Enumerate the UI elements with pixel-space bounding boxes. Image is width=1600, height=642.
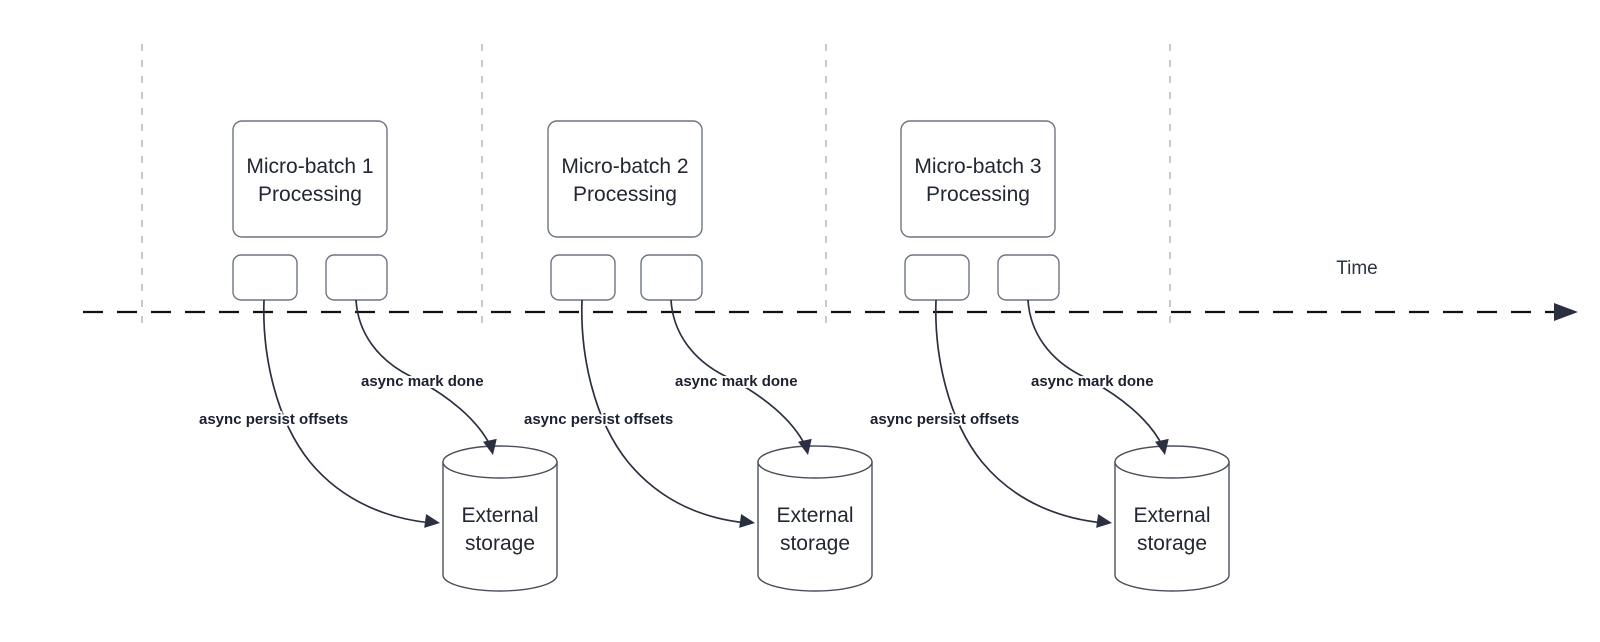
async-mark-done-arrow	[1027, 299, 1164, 448]
external-storage-cylinder[interactable]	[442, 445, 558, 592]
async-persist-offsets-label-halo: async persist offsets	[870, 411, 1019, 428]
storage-label-line1: External	[461, 504, 538, 527]
async-mark-done-label-halo: async mark done	[1031, 373, 1154, 390]
async-mark-done-label-halo: async mark done	[361, 373, 484, 390]
microbatch-label-line1: Micro-batch 3	[914, 155, 1041, 178]
timeline-layer: Time	[83, 258, 1578, 321]
microbatch-label-line1: Micro-batch 1	[246, 155, 373, 178]
arrowhead-icon	[1096, 513, 1112, 528]
async-persist-offsets-label-halo: async persist offsets	[524, 411, 673, 428]
arrowhead-icon	[739, 513, 755, 528]
async-persist-offsets-label: async persist offsets	[199, 411, 348, 428]
async-mark-done-arrowhead	[1155, 438, 1169, 455]
async-persist-offsets-label-halo: async persist offsets	[199, 411, 348, 428]
cylinder-top-ellipse	[757, 445, 873, 479]
async-mark-done-label-halo: async mark done	[675, 373, 798, 390]
external-storage-cylinder[interactable]	[757, 445, 873, 592]
storage-label-line2: storage	[465, 532, 535, 555]
async-mark-done-label: async mark done	[361, 373, 484, 390]
async-persist-offsets-arrowhead	[1096, 513, 1112, 528]
task-box-persist[interactable]	[550, 254, 616, 301]
timeline-arrowhead-icon	[1554, 303, 1578, 321]
external-storage-cylinder[interactable]	[1114, 445, 1230, 592]
async-mark-done-arrow	[355, 299, 492, 448]
microbatch-box[interactable]	[547, 120, 703, 238]
task-box-mark[interactable]	[640, 254, 703, 301]
storage-label-line1: External	[1133, 504, 1210, 527]
microbatch-label-line1: Micro-batch 2	[561, 155, 688, 178]
async-mark-done-arrowhead	[798, 438, 812, 455]
microbatch-box[interactable]	[900, 120, 1056, 238]
arrowhead-icon	[1155, 438, 1169, 455]
microbatch-label-line2: Processing	[926, 183, 1030, 206]
microbatch-label-line2: Processing	[258, 183, 362, 206]
async-mark-done-label: async mark done	[675, 373, 798, 390]
async-mark-done-arrowhead	[483, 438, 497, 455]
cylinder-body	[442, 461, 558, 592]
async-persist-offsets-label: async persist offsets	[524, 411, 673, 428]
async-persist-offsets-arrowhead	[424, 513, 440, 528]
async-persist-offsets-arrow	[580, 299, 748, 524]
microbatch-box[interactable]	[232, 120, 388, 238]
task-box-persist[interactable]	[904, 254, 970, 301]
async-persist-offsets-arrow	[262, 299, 433, 524]
microbatch-label-line2: Processing	[573, 183, 677, 206]
async-mark-done-label: async mark done	[1031, 373, 1154, 390]
cylinder-top-ellipse	[1114, 445, 1230, 479]
async-persist-offsets-arrowhead	[739, 513, 755, 528]
task-box-mark[interactable]	[997, 254, 1060, 301]
task-box-mark[interactable]	[325, 254, 388, 301]
cylinder-body	[1114, 461, 1230, 592]
time-axis-label: Time	[1336, 258, 1378, 279]
async-persist-offsets-label: async persist offsets	[870, 411, 1019, 428]
async-persist-offsets-arrow	[934, 299, 1105, 524]
arrowhead-icon	[424, 513, 440, 528]
storage-label-line2: storage	[1137, 532, 1207, 555]
arrowhead-icon	[483, 438, 497, 455]
storage-label-line1: External	[776, 504, 853, 527]
async-mark-done-arrow	[670, 299, 807, 448]
arrowhead-icon	[798, 438, 812, 455]
cylinder-body	[757, 461, 873, 592]
task-box-persist[interactable]	[232, 254, 298, 301]
storage-label-line2: storage	[780, 532, 850, 555]
cylinder-top-ellipse	[442, 445, 558, 479]
